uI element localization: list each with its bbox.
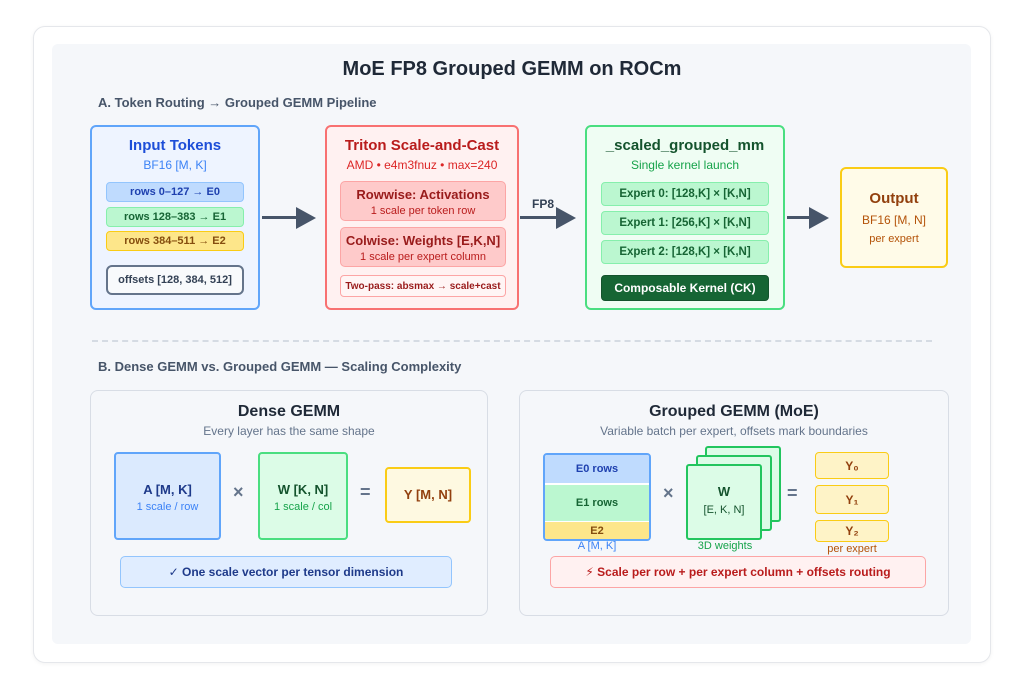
weight-layer-front: W [E, K, N] (686, 464, 762, 540)
expert-2-gemm: Expert 2: [128,K] × [K,N] (601, 240, 769, 264)
equals-sign: = (360, 482, 371, 502)
dense-title: Dense GEMM (237, 403, 341, 420)
matrix-a: A [M, K] 1 scale / row (114, 452, 221, 540)
grouped-subtitle: Variable batch per expert, offsets mark … (600, 424, 868, 438)
rowwise-title: Rowwise: Activations (356, 187, 490, 202)
figure-title: MoE FP8 Grouped GEMM on ROCm (342, 58, 682, 80)
output-note: per expert (869, 233, 919, 245)
scaled-grouped-mm-box: _scaled_grouped_mm Single kernel launch … (585, 125, 785, 310)
grouped-gemm-panel: Grouped GEMM (MoE) Variable batch per ex… (519, 390, 949, 616)
dense-subtitle: Every layer has the same shape (203, 424, 375, 438)
arrow-triton-to-gemm (520, 216, 558, 219)
output-title: Output (869, 190, 919, 207)
input-tokens-subtitle: BF16 [M, K] (143, 158, 207, 172)
multiply-sign: × (233, 482, 244, 502)
dense-note: ✓ One scale vector per tensor dimension (120, 556, 452, 588)
output-box: Output BF16 [M, N] per expert (840, 167, 948, 268)
triton-title: Triton Scale-and-Cast (344, 137, 500, 154)
stacked-matrix-a: E0 rows E1 rows E2 (543, 453, 651, 541)
fp8-label: FP8 (532, 197, 555, 211)
arrow-head-icon (809, 207, 829, 229)
matrix-y: Y [M, N] (385, 467, 471, 523)
matrix-w: W [K, N] 1 scale / col (258, 452, 348, 540)
grouped-note: ⚡ Scale per row + per expert column + of… (550, 556, 926, 588)
section-divider (92, 340, 932, 342)
equals-sign: = (787, 483, 798, 503)
weights-label: W (717, 484, 731, 499)
two-pass-note: Two-pass: absmax → scale+cast (340, 275, 506, 297)
input-tokens-title: Input Tokens (128, 137, 222, 154)
matrix-w-label: W [K, N] (277, 482, 329, 497)
expert-0-gemm: Expert 0: [128,K] × [K,N] (601, 182, 769, 206)
section-a-label: A. Token Routing → Grouped GEMM Pipeline (98, 95, 377, 110)
expert-1-gemm: Expert 1: [256,K] × [K,N] (601, 211, 769, 235)
rowwise-card: Rowwise: Activations 1 scale per token r… (340, 181, 506, 221)
y-caption: per expert (827, 543, 877, 555)
route-row-e0: rows 0–127 → E0 (106, 182, 244, 202)
matrix-y-label: Y [M, N] (403, 487, 453, 502)
weights-caption: 3D weights (697, 540, 753, 552)
input-tokens-box: Input Tokens BF16 [M, K] rows 0–127 → E0… (90, 125, 260, 310)
e0-rows-block: E0 rows (545, 455, 649, 483)
grouped-title: Grouped GEMM (MoE) (649, 403, 819, 420)
output-subtitle: BF16 [M, N] (861, 213, 926, 227)
colwise-card: Colwise: Weights [E,K,N] 1 scale per exp… (340, 227, 506, 267)
kernel-subtitle: Single kernel launch (630, 158, 740, 172)
rowwise-subtitle: 1 scale per token row (370, 205, 476, 217)
y2-block: Y₂ (815, 520, 889, 542)
e2-rows-block: E2 (545, 522, 649, 539)
dense-gemm-panel: Dense GEMM Every layer has the same shap… (90, 390, 488, 616)
triton-subtitle: AMD • e4m3fnuz • max=240 (346, 158, 498, 172)
section-b-label: B. Dense GEMM vs. Grouped GEMM — Scaling… (98, 359, 462, 374)
colwise-title: Colwise: Weights [E,K,N] (345, 233, 501, 248)
arrow-gemm-to-output (787, 216, 811, 219)
weights-shape: [E, K, N] (703, 504, 745, 516)
stacked-a-caption: A [M, K] (577, 540, 617, 552)
y0-block: Y₀ (815, 452, 889, 479)
composable-kernel-badge: Composable Kernel (CK) (601, 275, 769, 301)
arrow-head-icon (556, 207, 576, 229)
offsets-badge: offsets [128, 384, 512] (106, 265, 244, 295)
triton-box: Triton Scale-and-Cast AMD • e4m3fnuz • m… (325, 125, 519, 310)
route-row-e2: rows 384–511 → E2 (106, 231, 244, 251)
arrow-input-to-triton (262, 216, 298, 219)
multiply-sign: × (663, 483, 674, 503)
e1-rows-block: E1 rows (545, 485, 649, 521)
matrix-w-scale: 1 scale / col (273, 501, 333, 513)
matrix-a-label: A [M, K] (143, 482, 192, 497)
route-row-e1: rows 128–383 → E1 (106, 207, 244, 227)
matrix-a-scale: 1 scale / row (136, 501, 199, 513)
arrow-head-icon (296, 207, 316, 229)
y1-block: Y₁ (815, 485, 889, 514)
kernel-title: _scaled_grouped_mm (605, 137, 765, 154)
colwise-subtitle: 1 scale per expert column (360, 251, 486, 263)
